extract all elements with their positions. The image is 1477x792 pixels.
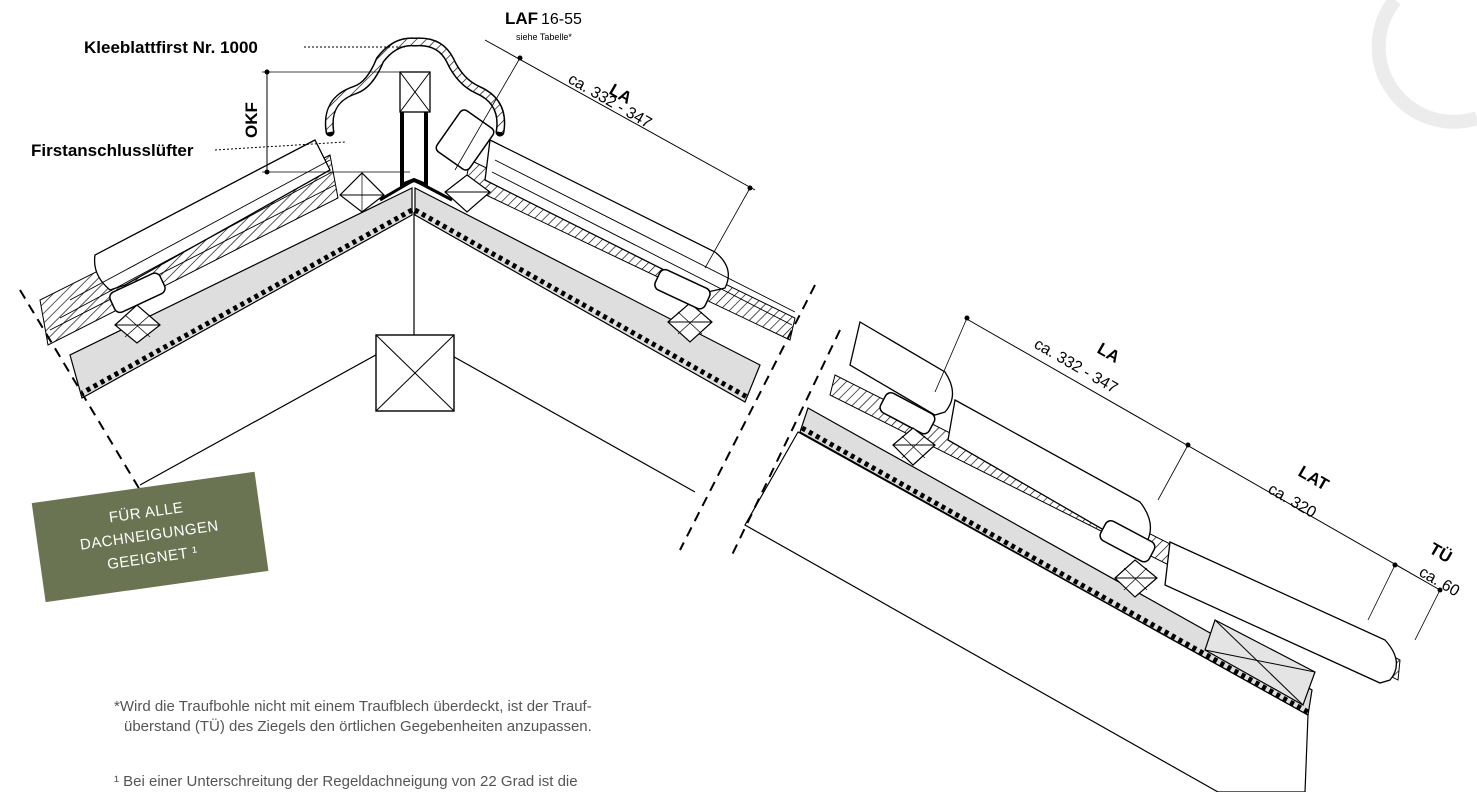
footnote-one-line-1: ¹ Bei einer Unterschreitung der Regeldac…: [114, 773, 578, 790]
label-laf-value: 16-55: [541, 11, 582, 28]
label-okf: OKF: [242, 102, 261, 138]
ridge-holder: [400, 112, 428, 188]
insulation-body-right: [415, 212, 750, 495]
insulation-edge-left: [139, 334, 413, 486]
ridge-purlin: [375, 334, 455, 412]
rafter-band-left: [69, 187, 413, 399]
label-ridge-tile: Kleeblattfirst Nr. 1000: [84, 38, 258, 57]
rafter-band-right: [414, 187, 761, 403]
label-laf-note: siehe Tabelle*: [516, 32, 572, 42]
eaves-rafter-band: [799, 407, 1313, 716]
eaves-tile-outline-3: [1164, 541, 1397, 684]
batten-right-1: [444, 174, 491, 213]
la-right-dim-line: [964, 317, 1441, 591]
tile-outline-left: [93, 139, 331, 291]
dim-tu-value: ca. 60: [1416, 564, 1462, 601]
label-ridge-vent: Firstanschlusslüfter: [31, 141, 194, 160]
tile-outline-left-2: [49, 159, 336, 331]
batten-left-1: [339, 172, 385, 213]
batten-left-2: [114, 304, 161, 344]
footnote-star: *Wird die Traufbohle nicht mit einem Tra…: [114, 697, 592, 737]
eaves-batten-2: [1114, 559, 1158, 598]
label-laf-bold: LAF: [505, 9, 538, 28]
tile-outline-right: [484, 139, 729, 293]
cut-line-right: [679, 284, 816, 551]
ridge-section: [19, 37, 816, 551]
dim-la-top-value: ca. 332 - 347: [565, 71, 654, 132]
dim-la-right-label: LA: [1094, 339, 1123, 367]
membrane-left: [80, 207, 414, 396]
ridge-vent-right: [435, 109, 495, 171]
eaves-tile-outline-1: [849, 320, 954, 416]
suitability-badge: FÜR ALLE DACHNEIGUNGEN GEEIGNET ¹: [31, 471, 269, 603]
dim-lat-label: LAT: [1295, 462, 1333, 495]
eaves-section: [731, 315, 1443, 792]
insulation-edge-right: [414, 334, 696, 493]
logo-arc: [1371, 0, 1477, 129]
eaves-tile-clip-2: [1099, 519, 1156, 563]
leader-ridge-vent: [214, 141, 346, 151]
eaves-board: [1204, 619, 1316, 706]
tile-clip-right: [654, 268, 711, 310]
eaves-cut-line: [731, 329, 841, 556]
footnote-one: ¹ Bei einer Unterschreitung der Regeldac…: [114, 772, 578, 792]
batten-right-2: [667, 302, 713, 343]
eaves-tile-clip-1: [879, 391, 936, 435]
footnote-star-line-1: *Wird die Traufbohle nicht mit einem Tra…: [114, 698, 592, 715]
insulation-body-left: [80, 212, 412, 485]
footnote-star-line-2: überstand (TÜ) des Ziegels den örtlichen…: [124, 718, 592, 735]
la-top-dim-line: [484, 39, 756, 191]
dim-tu-label: TÜ: [1426, 539, 1455, 567]
eaves-membrane: [800, 425, 1310, 715]
badge-background: [31, 471, 269, 603]
cut-line-left: [19, 289, 141, 491]
tile-clip-left: [109, 272, 166, 314]
eaves-batten-1: [892, 427, 936, 466]
tile-outline-right-2: [491, 159, 796, 326]
ridge-batten: [399, 71, 431, 113]
